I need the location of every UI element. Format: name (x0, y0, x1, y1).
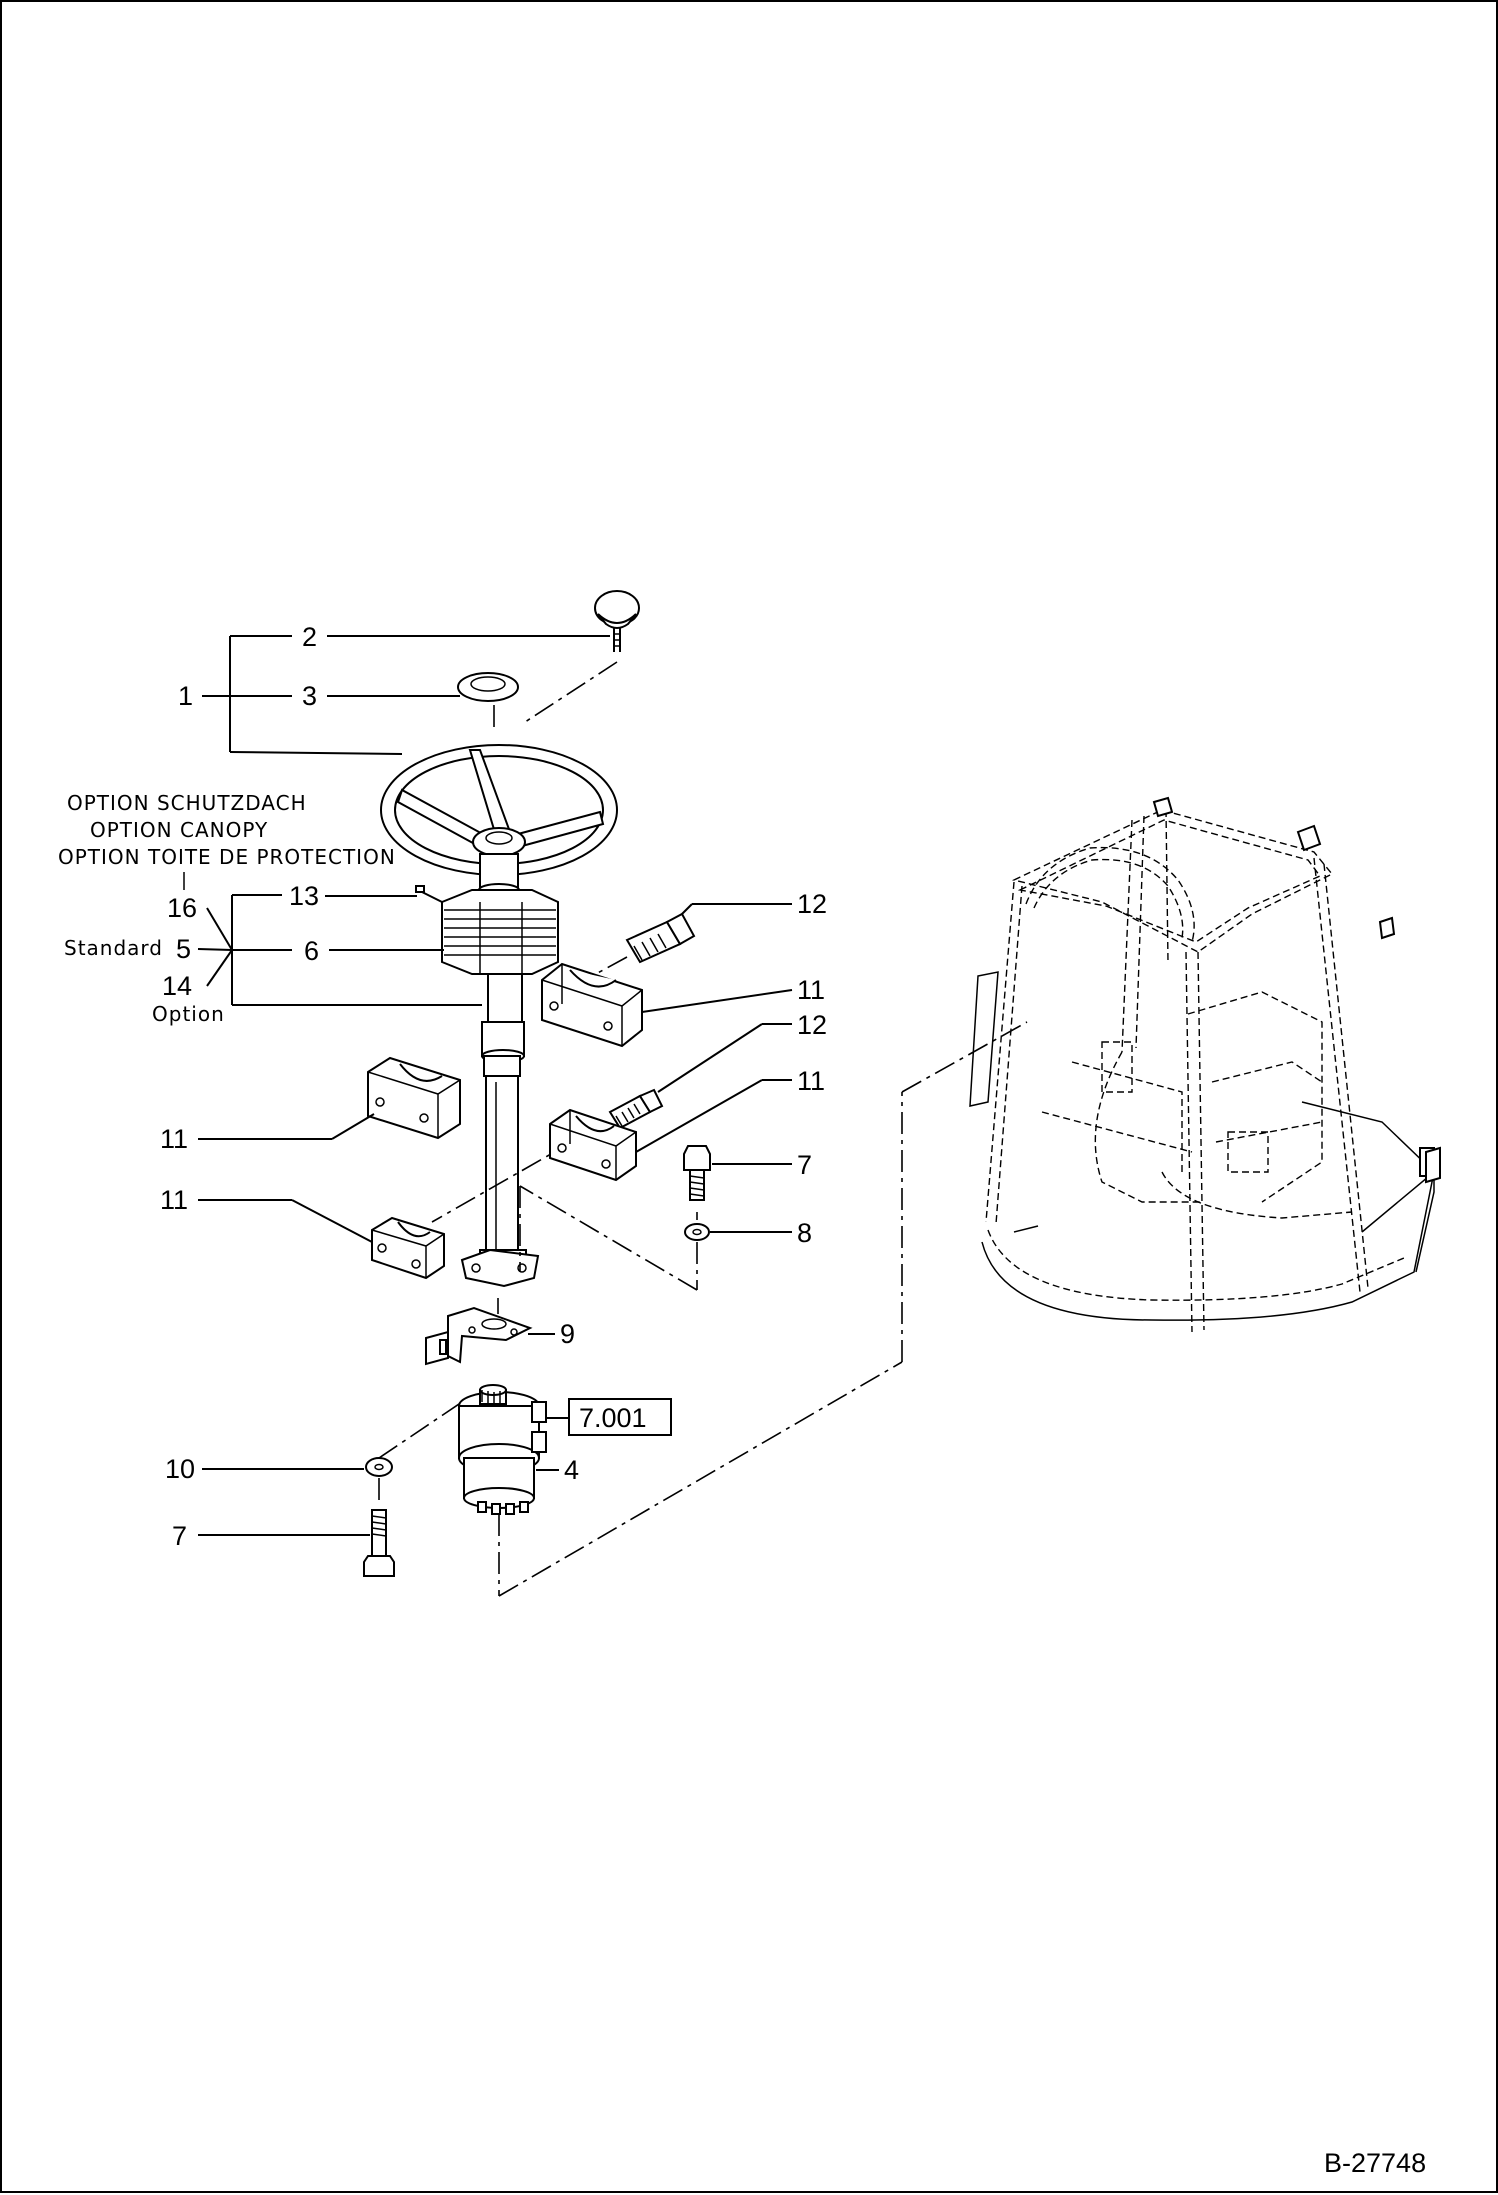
callout-12-upper: 12 (797, 889, 827, 919)
callout-13: 13 (289, 881, 319, 911)
callout-1: 1 (178, 681, 193, 711)
reference-box-label: 7.001 (579, 1403, 647, 1433)
bolt-lower-part (363, 1509, 395, 1577)
callout-4: 4 (564, 1455, 579, 1485)
callout-11-b: 11 (797, 1066, 825, 1096)
cab-frame-part (969, 796, 1441, 1333)
note-option-schutzdach: OPTION SCHUTZDACH (67, 791, 307, 815)
clamp-block-left-upper-part (367, 1056, 461, 1140)
clamp-block-middle-right-part (549, 1108, 637, 1182)
callout-6: 6 (304, 936, 319, 966)
reference-box: 7.001 (568, 1398, 672, 1436)
note-option: Option (152, 1002, 225, 1026)
note-standard: Standard (64, 936, 163, 960)
knob-part (594, 590, 640, 652)
callout-16: 16 (167, 893, 197, 923)
bolt-upper-part (683, 1145, 711, 1201)
callout-5: 5 (176, 934, 191, 964)
washer-lower-part (365, 1457, 393, 1477)
screw-upper-part (625, 912, 696, 964)
callout-11-c: 11 (160, 1124, 188, 1154)
callout-7-lower: 7 (172, 1521, 187, 1551)
callout-12-lower: 12 (797, 1010, 827, 1040)
callout-8: 8 (797, 1218, 812, 1248)
clamp-block-upper-right-part (541, 962, 643, 1048)
callout-14: 14 (162, 971, 192, 1001)
callout-2: 2 (302, 622, 317, 652)
note-option-toite: OPTION TOITE DE PROTECTION (58, 845, 396, 869)
note-option-canopy: OPTION CANOPY (90, 818, 268, 842)
steering-unit-part (458, 1384, 547, 1515)
cap-part (457, 672, 519, 702)
callout-11-a: 11 (797, 975, 825, 1005)
callout-9: 9 (560, 1319, 575, 1349)
clamp-block-left-lower-part (371, 1216, 445, 1280)
drawing-number: B-27748 (1324, 2148, 1426, 2178)
callout-3: 3 (302, 681, 317, 711)
steering-column-part (441, 853, 559, 1288)
callout-10: 10 (165, 1454, 195, 1484)
callout-7-upper: 7 (797, 1150, 812, 1180)
callout-11-d: 11 (160, 1185, 188, 1215)
mounting-bracket-part (425, 1306, 533, 1366)
washer-upper-part (684, 1223, 710, 1241)
screw-lower-part (608, 1088, 664, 1130)
